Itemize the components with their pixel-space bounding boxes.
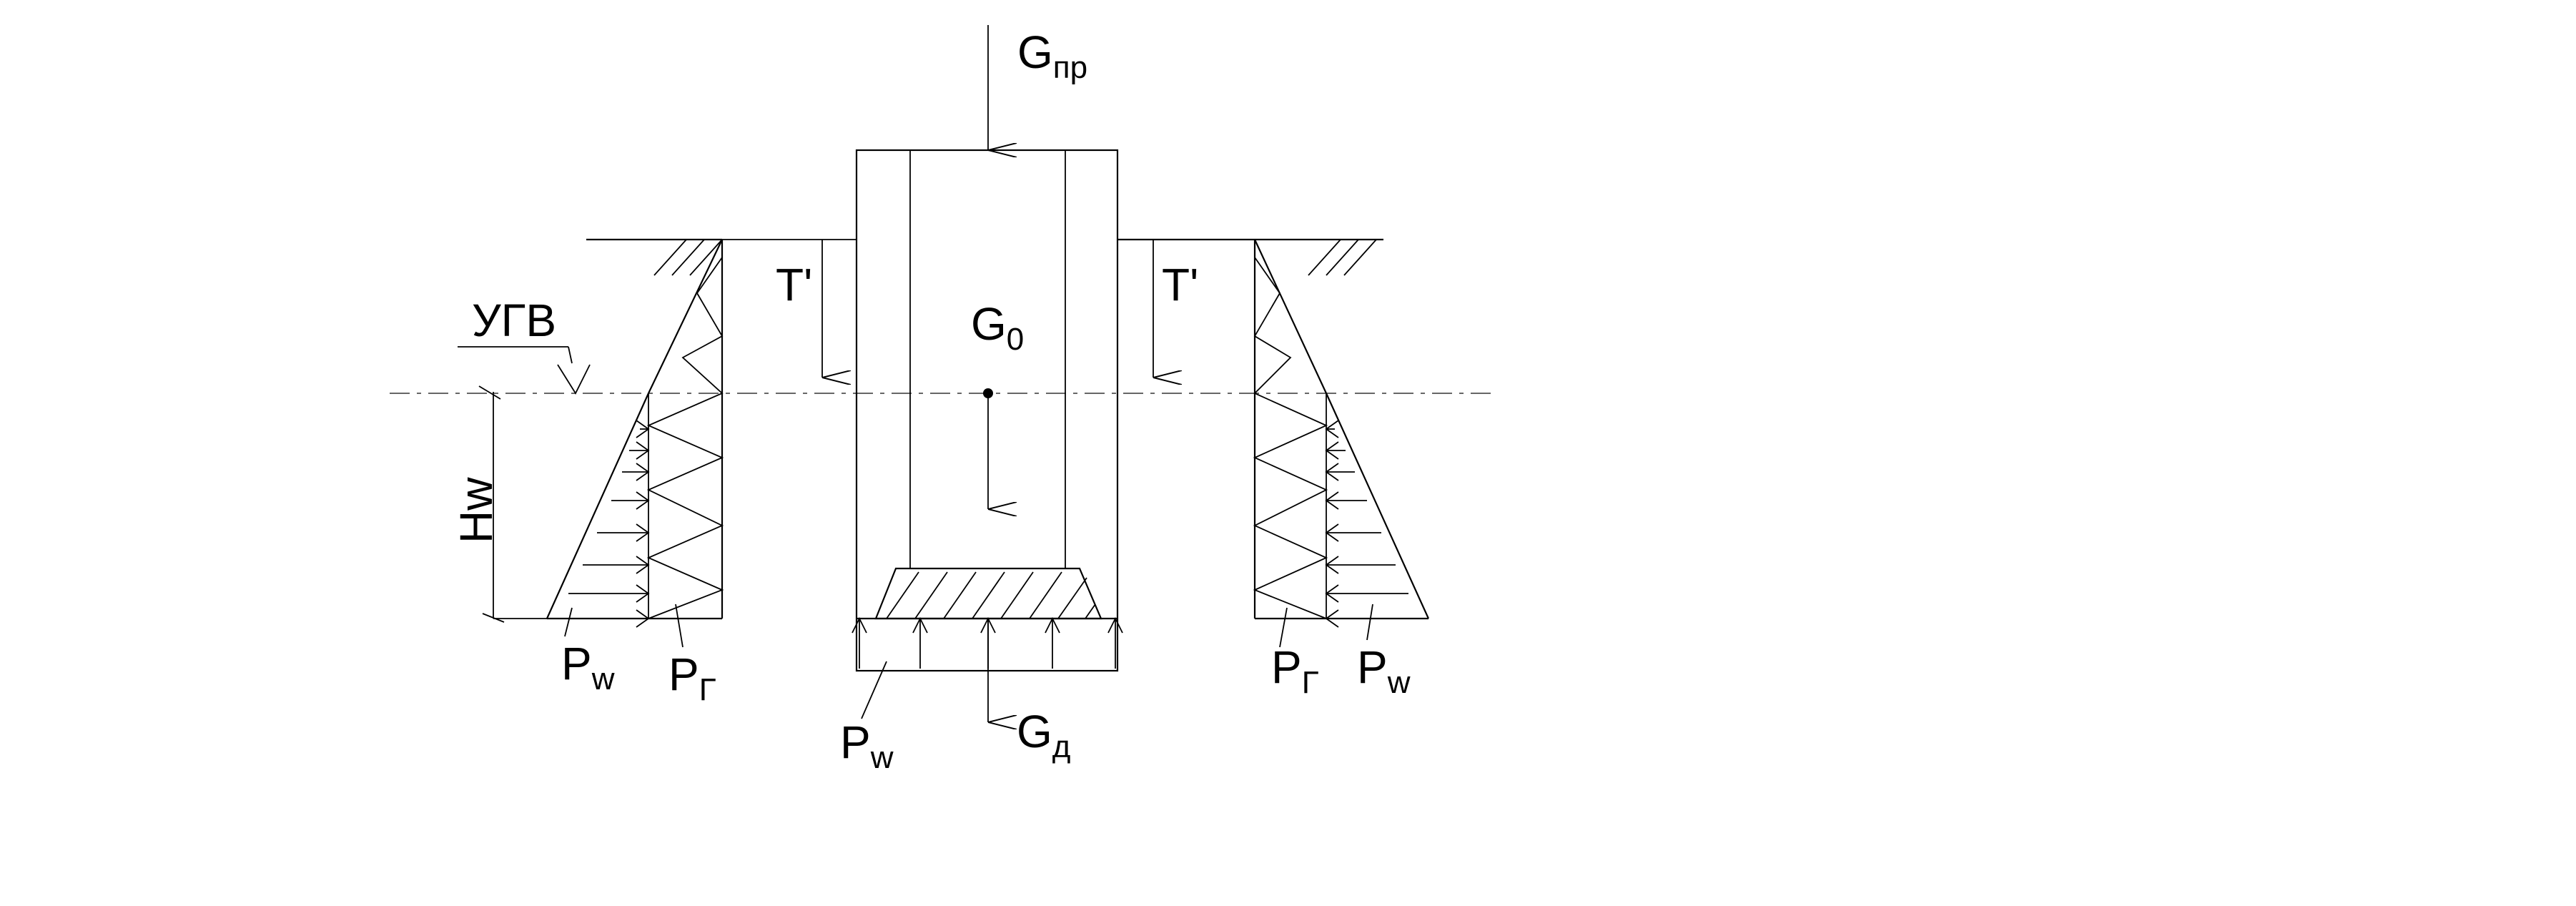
ugv-marker bbox=[458, 346, 591, 395]
g-0-label: G0 bbox=[971, 298, 1024, 357]
pg-left-label: PГ bbox=[668, 649, 716, 707]
left-pressure-diagram bbox=[546, 239, 724, 628]
hw-label: Hw bbox=[450, 477, 502, 543]
center-of-gravity-dot bbox=[983, 388, 993, 398]
g-pr-label: Gпр bbox=[1017, 26, 1087, 85]
t-right-label: T' bbox=[1162, 259, 1198, 310]
ground-surface bbox=[586, 238, 1383, 276]
pg-right-label: PГ bbox=[1271, 641, 1319, 700]
g-d-label: Gд bbox=[1017, 706, 1070, 764]
foundation-body bbox=[852, 149, 1123, 672]
right-pressure-diagram bbox=[1253, 239, 1430, 628]
pw-bottom-label: Pw bbox=[840, 717, 894, 775]
pw-left-label: Pw bbox=[561, 638, 615, 696]
label-leaders bbox=[564, 604, 1373, 719]
hw-dimension bbox=[478, 385, 547, 623]
t-left-label: T' bbox=[776, 259, 812, 310]
pw-right-label: Pw bbox=[1357, 641, 1411, 700]
ugv-label: УГВ bbox=[472, 295, 556, 346]
